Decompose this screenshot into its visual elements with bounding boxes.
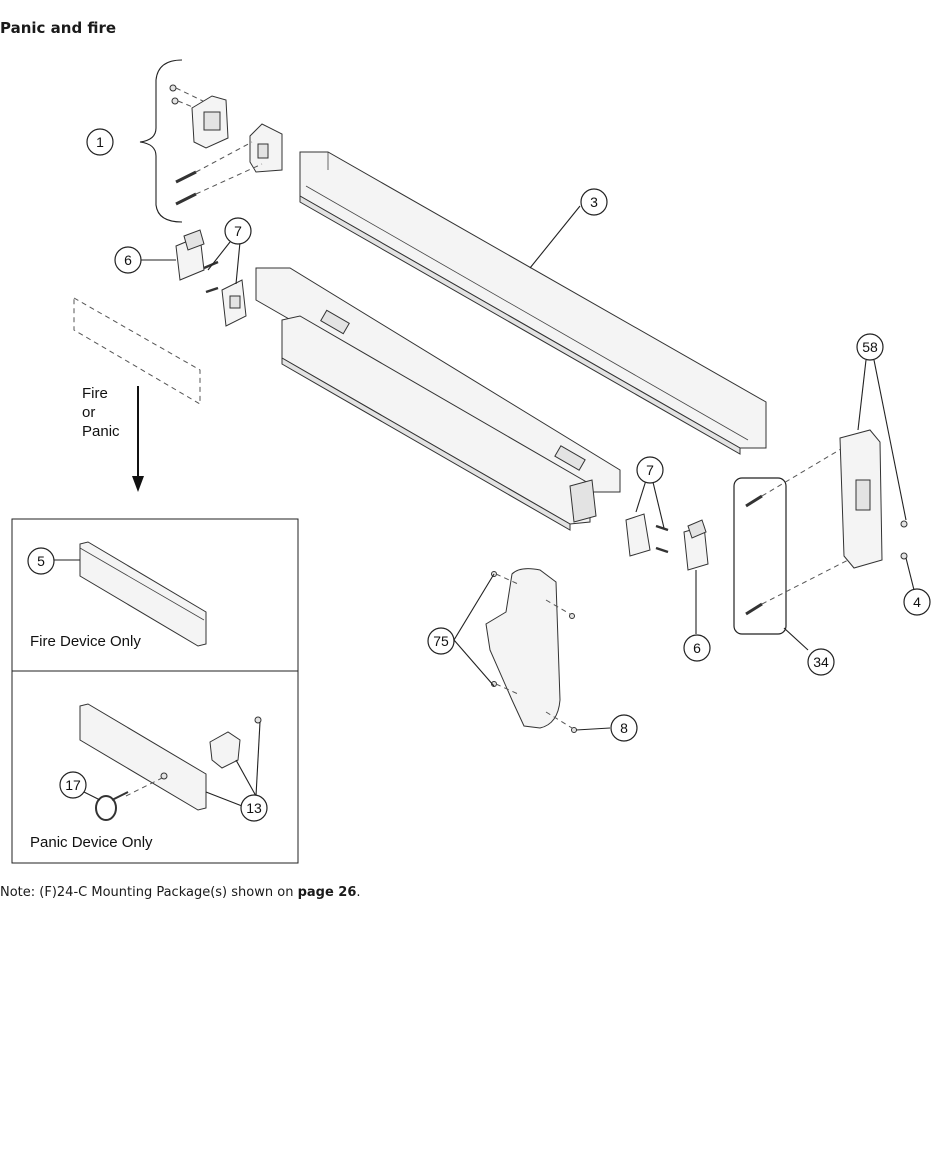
callout-7b: 7 (636, 456, 664, 484)
footnote: Note: (F)24-C Mounting Package(s) shown … (0, 885, 361, 900)
callout-6-left-text: 6 (124, 252, 132, 268)
callout-3: 3 (580, 188, 608, 216)
callout-7a: 7 (224, 217, 252, 245)
callout-4: 4 (903, 588, 931, 616)
arrow-label-or: or (82, 404, 95, 421)
callout-7-left-text: 7 (234, 223, 242, 239)
callout-1-text: 1 (96, 134, 104, 150)
lever-handle-cover (485, 568, 577, 733)
optional-cover-outline (73, 297, 201, 405)
callout-8: 8 (610, 714, 638, 742)
callout-17: 17 (59, 771, 87, 799)
callout-8-text: 8 (620, 720, 628, 736)
callout-75: 75 (427, 627, 455, 655)
callout-4-text: 4 (913, 594, 921, 610)
down-arrow (132, 386, 144, 492)
page-title: Panic and fire (0, 19, 117, 37)
arrow-label-fire: Fire (82, 385, 108, 402)
main-channel-rail (299, 151, 767, 455)
callout-5: 5 (27, 547, 55, 575)
pushbar-mechanism (255, 267, 621, 531)
callout-7-right-text: 7 (646, 462, 654, 478)
note-prefix: Note: (F)24-C Mounting Package(s) shown … (0, 885, 298, 900)
inset-fire-caption: Fire Device Only (30, 633, 141, 650)
callout-58: 58 (856, 333, 884, 361)
callout-34: 34 (807, 648, 835, 676)
note-suffix: . (356, 885, 361, 900)
inset-fire: Fire Device Only (11, 518, 299, 672)
right-end-clips (625, 513, 709, 571)
callout-1: 1 (86, 128, 114, 156)
callout-58-text: 58 (862, 339, 878, 355)
inset-panic: Panic Device Only (11, 670, 299, 864)
callout-13-text: 13 (246, 800, 262, 816)
callout-34-text: 34 (813, 654, 829, 670)
left-end-clips (175, 229, 247, 327)
leader-lines (54, 205, 915, 807)
callout-6b: 6 (683, 634, 711, 662)
screw-group-top (169, 84, 206, 113)
callout-6-right-text: 6 (693, 640, 701, 656)
callout-5-text: 5 (37, 553, 45, 569)
callout-3-text: 3 (590, 194, 598, 210)
callout-17-text: 17 (65, 777, 81, 793)
arrow-label-panic: Panic (82, 423, 120, 440)
callout-75-text: 75 (433, 633, 449, 649)
end-cap-assembly (139, 59, 283, 223)
inset-panic-caption: Panic Device Only (30, 834, 153, 851)
callout-6a: 6 (114, 246, 142, 274)
page-reference-link[interactable]: page 26 (297, 885, 357, 900)
strike-assembly (733, 429, 908, 635)
callout-13: 13 (240, 794, 268, 822)
